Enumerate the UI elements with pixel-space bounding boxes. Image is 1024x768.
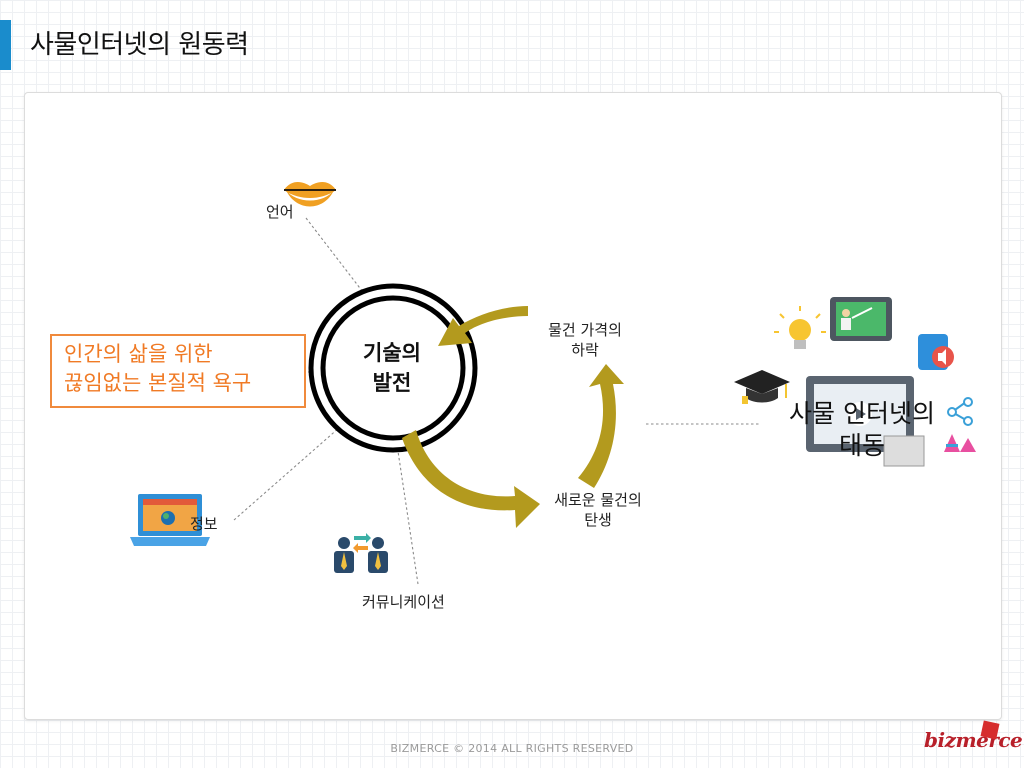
title-accent-bar <box>0 20 11 70</box>
connector-information <box>233 419 349 521</box>
core-label-line-1: 기술의 <box>363 341 421 365</box>
node-information-label: 정보 <box>190 515 218 533</box>
human-need-line-2: 끊임없는 본질적 욕구 <box>64 371 252 395</box>
human-need-box: 인간의 삶을 위한 끊임없는 본질적 욕구 <box>50 334 306 408</box>
monitor-icon <box>806 376 925 467</box>
graduation-cap-icon <box>734 370 790 404</box>
cycle-arrows <box>402 306 624 528</box>
new-things-label: 새로운 물건의 탄생 <box>534 490 662 530</box>
logo-mark-icon <box>980 720 1000 740</box>
presentation-board-icon <box>830 297 892 341</box>
laptop-icon <box>130 494 210 546</box>
network-icon <box>947 397 973 426</box>
arrow-to-core <box>438 306 528 346</box>
iot-state-line-1: 사물 인터넷의 <box>789 399 935 428</box>
price-drop-label: 물건 가격의 하락 <box>530 320 640 360</box>
node-communication-label: 커뮤니케이션 <box>362 593 445 611</box>
iot-state-label: 사물 인터넷의 태동 <box>772 398 952 462</box>
core-label-line-2: 발전 <box>372 371 412 395</box>
footer-copyright: BIZMERCE © 2014 ALL RIGHTS RESERVED <box>390 742 634 755</box>
lips-icon <box>284 182 336 207</box>
iot-state-line-2: 태동 <box>838 431 885 460</box>
arrow-to-price-drop <box>578 364 624 488</box>
connector-lines <box>233 217 760 585</box>
bizmerce-logo: bizmerce <box>924 728 1023 752</box>
speaker-book-icon <box>918 334 954 370</box>
iot-icon-cluster <box>734 297 976 467</box>
new-things-line-2: 탄생 <box>584 511 612 529</box>
arrow-to-new-things <box>402 430 540 528</box>
price-drop-line-2: 하락 <box>571 341 599 359</box>
core-label: 기술의 발전 <box>330 338 454 398</box>
human-need-line-1: 인간의 삶을 위한 <box>64 342 213 366</box>
node-language-label: 언어 <box>266 203 294 221</box>
lightbulb-icon <box>774 306 826 349</box>
page-title: 사물인터넷의 원동력 <box>30 30 249 60</box>
core-circle <box>308 283 478 453</box>
price-drop-line-1: 물건 가격의 <box>548 321 622 339</box>
connector-language <box>305 217 367 297</box>
people-icon <box>334 533 388 573</box>
new-things-line-1: 새로운 물건의 <box>554 491 642 509</box>
chart-bars-icon <box>944 434 976 452</box>
